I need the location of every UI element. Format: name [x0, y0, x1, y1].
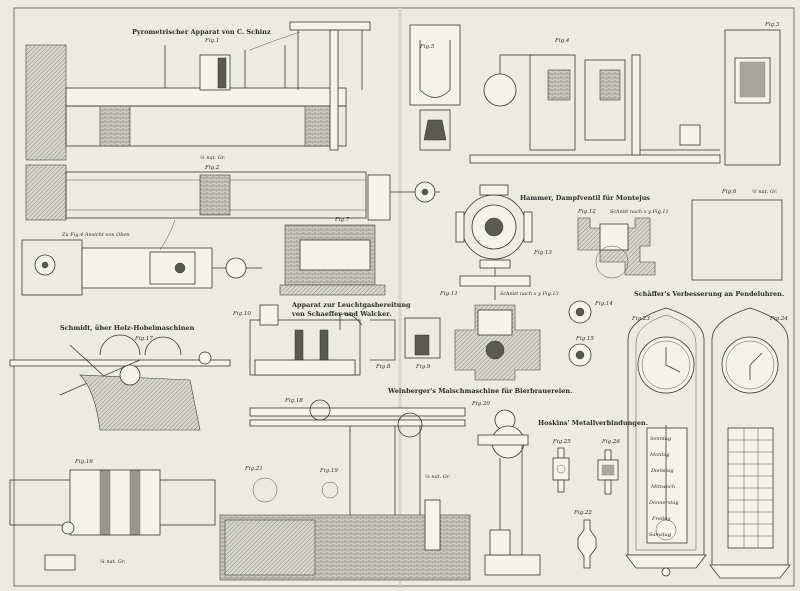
- section13-label: Schnitt nach x y Fig.13: [500, 291, 559, 297]
- gas-title-line1: Apparat zur Leuchtgasbereitung: [291, 301, 411, 309]
- fig19-label: Fig.19: [319, 468, 338, 474]
- fig2-label: Fig.2: [204, 165, 220, 171]
- fig18-label: Fig.18: [284, 398, 303, 404]
- fig22-label: Fig.22: [573, 510, 592, 516]
- planing-machine-fig16: [9, 469, 216, 571]
- fig12-label: Fig.12: [577, 209, 596, 215]
- weekday-sunday: Sonntag: [650, 436, 671, 442]
- steam-valve-fig14-15: [568, 300, 592, 367]
- gas-apparatus-fig7: [249, 224, 386, 376]
- fig4-label: Fig.4: [554, 38, 570, 44]
- weekday-wednesday: Mittwoch: [650, 484, 675, 490]
- pyrometer-fig6: [691, 199, 783, 281]
- fig10-label: Fig.10: [232, 311, 251, 317]
- planing-machine-fig17: [9, 334, 231, 431]
- clock-fig24: [709, 307, 791, 579]
- fig3-label: Fig.3: [764, 22, 780, 28]
- fig17-label: Fig.17: [134, 336, 153, 342]
- pyrometer-fig4-apparatus: [409, 24, 721, 164]
- scale-label-2: ½ nat. Gr.: [752, 188, 778, 195]
- pyrometer-fig3-right: [724, 29, 781, 166]
- section12-label: Schnitt nach x y Fig.11: [610, 209, 669, 215]
- top-view-label: Zu Fig.4 Ansicht von Oben: [61, 232, 130, 238]
- gas-title-line2: von Schaeffer und Walcker.: [291, 310, 391, 318]
- steam-valve-fig13: [455, 184, 533, 260]
- weekday-saturday: Samstag: [649, 532, 671, 538]
- fig21-label: Fig.21: [244, 466, 263, 472]
- fig26-label: Fig.26: [601, 439, 620, 445]
- hoskins-title: Hoskins' Metallverbindungen.: [538, 419, 648, 427]
- pyrometer-fig4-topview: [21, 219, 262, 296]
- clock-fig23: [625, 307, 707, 577]
- fig24-label: Fig.24: [769, 316, 788, 322]
- steam-valve-fig12: [577, 217, 656, 279]
- planing-title: Schmidt, über Holz-Hobelmaschinen: [60, 324, 195, 332]
- hoskins-joints: [552, 447, 619, 569]
- mash-scale: ⅛ nat. Gr.: [425, 474, 451, 480]
- fig6-label: Fig.6: [721, 189, 737, 195]
- fig16-label: Fig.16: [74, 459, 93, 465]
- steam-valve-fig11: [454, 259, 541, 381]
- fig25-label: Fig.25: [552, 439, 571, 445]
- fig9-label: Fig.9: [415, 364, 431, 370]
- clocks-title: Schäffer's Verbesserung an Pendeluhren.: [634, 290, 784, 298]
- fig13-label: Fig.13: [533, 250, 552, 256]
- scale-label: ½ nat. Gr.: [200, 154, 226, 161]
- fig14-label: Fig.14: [594, 301, 613, 307]
- weekday-thursday: Donnerstag: [648, 500, 679, 506]
- gas-apparatus-fig8-9: [370, 317, 441, 361]
- fig11-label: Fig.11: [439, 291, 458, 297]
- fig5-label: Fig.5: [419, 44, 435, 50]
- fig1-label: Fig.1: [204, 38, 219, 44]
- pyrometer-title: Pyrometrischer Apparat von C. Schinz: [132, 28, 271, 36]
- planing-scale: ¼ nat. Gr.: [100, 558, 126, 565]
- mash-title: Weinberger's Maischmaschine für Bierbrau…: [387, 387, 572, 395]
- mash-machine-fig20: [477, 409, 541, 576]
- fig8-label: Fig.8: [375, 364, 391, 370]
- weekday-monday: Montag: [649, 452, 670, 458]
- pyrometer-fig1: [25, 31, 347, 161]
- fig20-label: Fig.20: [471, 401, 490, 407]
- fig23-label: Fig.23: [631, 316, 650, 322]
- fig7-label: Fig.7: [334, 217, 350, 223]
- pyrometer-fig3: [289, 21, 371, 151]
- mash-machine-fig18: [219, 399, 471, 581]
- weekday-tuesday: Dienstag: [650, 468, 674, 474]
- pyrometer-fig2: [25, 164, 440, 221]
- steam-valve-title: Hammer, Dampfventil für Montejus: [520, 194, 650, 202]
- weekday-friday: Freitag: [651, 516, 671, 522]
- fig15-label: Fig.15: [575, 336, 594, 342]
- plate-border: [13, 7, 795, 587]
- clock-fig23-weekdays: Sonntag Montag Dienstag Mittwoch Donners…: [648, 436, 679, 538]
